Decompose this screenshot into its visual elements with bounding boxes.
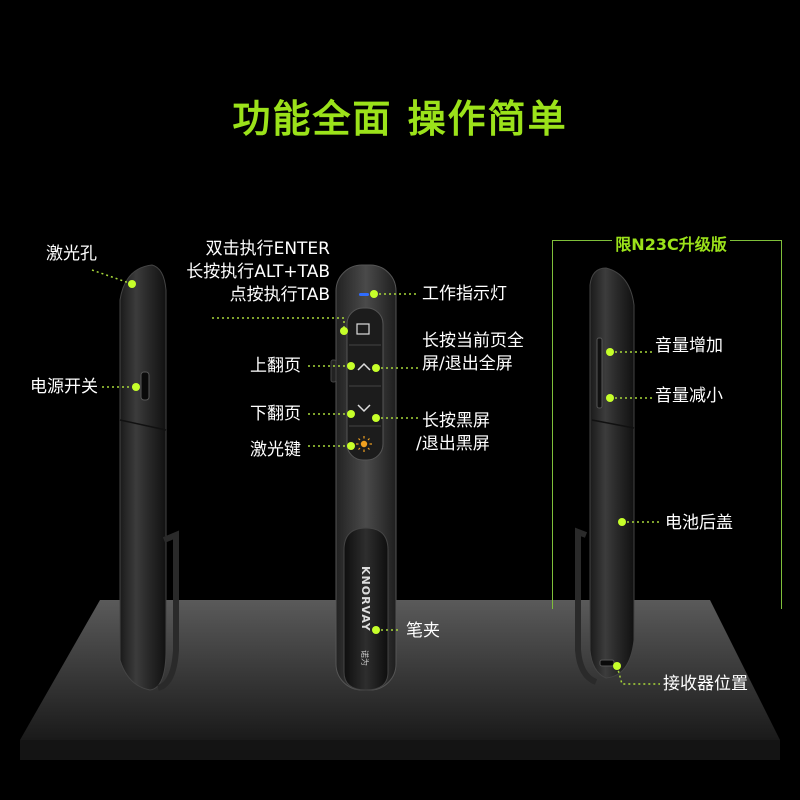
- label-volume-down: 音量减小: [655, 386, 723, 406]
- label-enter-line2: 长按执行ALT+TAB: [186, 262, 330, 282]
- right-side-pen: [575, 267, 635, 685]
- page-title: 功能全面 操作简单: [232, 97, 568, 141]
- label-enter-line3: 点按执行TAB: [229, 285, 330, 305]
- power-switch-slot: [140, 371, 150, 401]
- upgrade-frame: [552, 240, 782, 609]
- brand-logo: KNORVAY: [359, 566, 372, 632]
- receiver-slot: [599, 659, 615, 667]
- front-clip: [343, 527, 389, 691]
- label-blackscreen-line1: 长按黑屏: [422, 411, 490, 431]
- label-clip: 笔夹: [406, 621, 440, 641]
- label-battery-cover: 电池后盖: [665, 513, 733, 533]
- label-fullscreen-line2: 屏/退出全屏: [422, 354, 513, 374]
- floor-edge: [20, 740, 780, 760]
- window-icon: [356, 323, 370, 335]
- front-pen: KNORVAY 诺为: [330, 264, 397, 691]
- label-power-switch: 电源开关: [30, 377, 98, 397]
- left-clip: [156, 530, 179, 691]
- volume-rocker: [596, 337, 603, 409]
- label-laser-key: 激光键: [250, 440, 301, 460]
- label-page-down: 下翻页: [250, 404, 301, 424]
- leader-dots: [128, 280, 626, 670]
- right-clip: [575, 527, 598, 685]
- label-volume-up: 音量增加: [655, 336, 723, 356]
- chevron-up-icon: [357, 362, 371, 371]
- button-panel: [346, 307, 384, 461]
- brand-logo-cn: 诺为: [360, 650, 370, 666]
- upgrade-label: 限N23C升级版: [612, 231, 730, 255]
- label-page-up: 上翻页: [250, 356, 301, 376]
- label-fullscreen-line1: 长按当前页全: [422, 331, 524, 351]
- label-laser-hole: 激光孔: [46, 244, 97, 264]
- leader-lines: [91, 269, 662, 685]
- label-enter-line1: 双击执行ENTER: [205, 239, 330, 259]
- label-blackscreen-line2: /退出黑屏: [416, 434, 490, 454]
- label-receiver: 接收器位置: [663, 674, 748, 694]
- left-side-pen: [119, 264, 179, 691]
- indicator-led: [359, 293, 369, 296]
- label-indicator: 工作指示灯: [422, 284, 507, 304]
- laser-sun-icon: [356, 436, 372, 452]
- chevron-down-icon: [357, 404, 371, 413]
